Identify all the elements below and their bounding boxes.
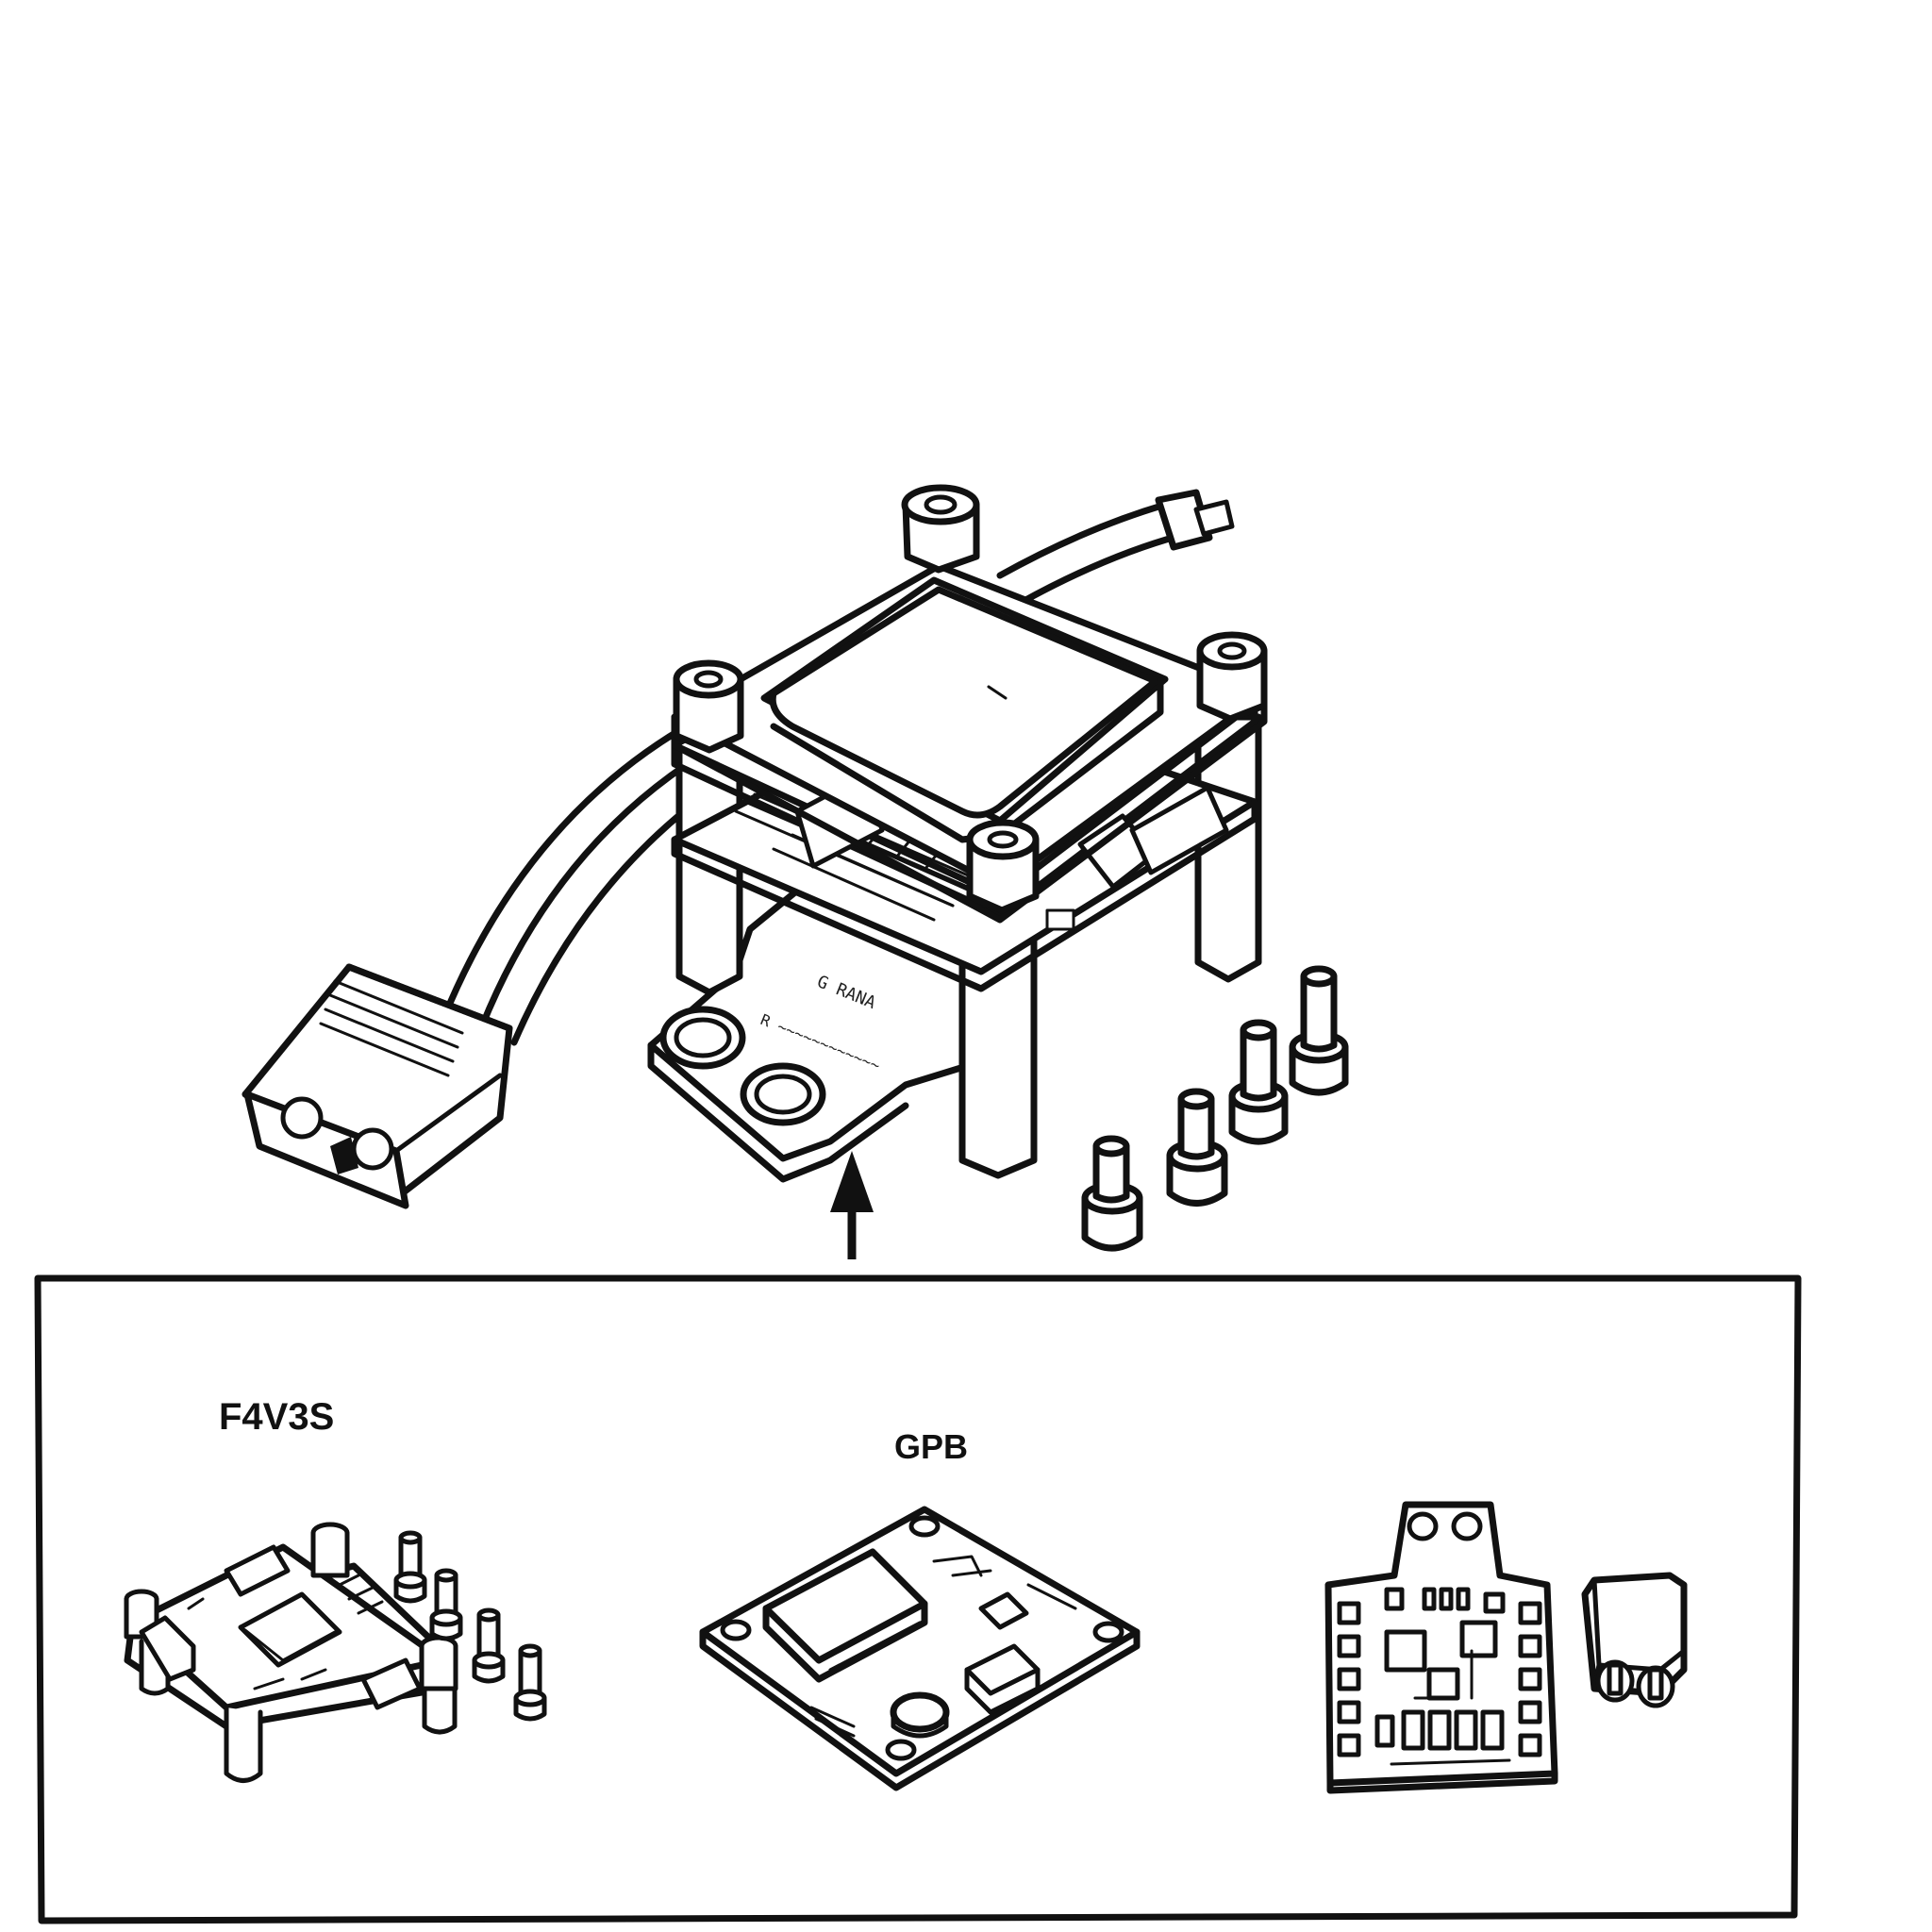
xt30-connector [242,963,513,1209]
part-gps-module [699,1506,1141,1791]
part-pdb [1324,1501,1558,1794]
parts-box: F4V3S GPB [34,1274,1802,1924]
gps-top-board [671,562,1268,924]
part-flight-controller [124,1522,547,1783]
loose-screws [1081,965,1349,1252]
up-arrow-icon [830,1151,874,1259]
part-xt30-connector [1581,1572,1688,1708]
assembled-stack: G RANA R ~~~~~~~~~~~~ [242,484,1349,1252]
label-gps: GPB [894,1427,968,1466]
label-flight-controller: F4V3S [219,1396,334,1438]
rear-cable [996,489,1235,608]
standoff-caps [673,484,1268,914]
